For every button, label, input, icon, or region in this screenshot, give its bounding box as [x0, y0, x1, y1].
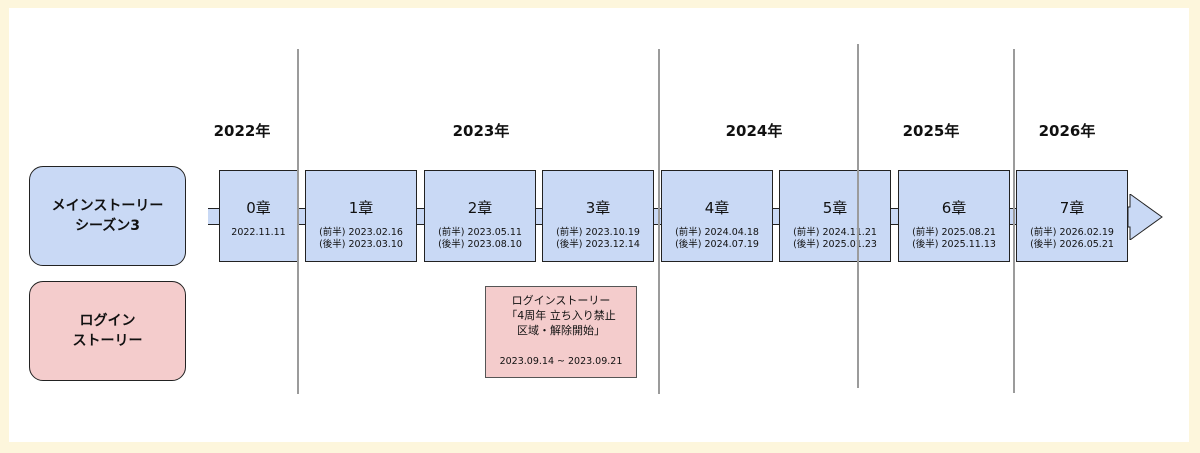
year-separator-2025-2026	[1013, 49, 1015, 393]
chapter-0-box: 0章 2022.11.11	[219, 170, 298, 262]
chapter-title: 0章	[246, 199, 271, 217]
login-event-line3: 区域・解除開始」	[517, 324, 605, 337]
login-event-line2: 「4周年 立ち入り禁止	[506, 309, 616, 322]
year-separator-2022-2023	[297, 49, 299, 394]
chapter-6-box: 6章 (前半) 2025.08.21 (後半) 2025.11.13	[898, 170, 1010, 262]
login-event-line1: ログインストーリー	[511, 294, 611, 307]
login-event-dates: 2023.09.14 ~ 2023.09.21	[499, 356, 623, 367]
chapter-date-first-half: (前半) 2023.05.11	[438, 227, 522, 238]
row-label-login-line1: ログイン	[79, 313, 136, 329]
year-label-2023: 2023年	[452, 122, 510, 140]
timeline-arrow-head	[1128, 194, 1163, 240]
chapter-date-first-half: (前半) 2024.11.21	[793, 227, 877, 238]
chapter-date-second-half: (後半) 2023.03.10	[319, 239, 403, 250]
chapter-date-second-half: (後半) 2023.12.14	[556, 239, 640, 250]
year-label-2026: 2026年	[1038, 122, 1096, 140]
row-label-main-story: メインストーリー シーズン3	[29, 166, 186, 266]
chapter-2-box: 2章 (前半) 2023.05.11 (後半) 2023.08.10	[424, 170, 536, 262]
chapter-date-second-half: (後半) 2025.01.23	[793, 239, 877, 250]
timeline-canvas: 2022年 2023年 2024年 2025年 2026年 メインストーリー シ…	[9, 8, 1189, 442]
chapter-date-first-half: (前半) 2024.04.18	[675, 227, 759, 238]
chapter-title: 4章	[704, 199, 730, 217]
chapter-date-second-half: (後半) 2023.08.10	[438, 239, 522, 250]
chapter-5-box: 5章 (前半) 2024.11.21 (後半) 2025.01.23	[779, 170, 891, 262]
year-separator-2023-2024	[658, 49, 660, 394]
chapter-date: 2022.11.11	[231, 227, 286, 238]
chapter-title: 2章	[467, 199, 493, 217]
chapter-4-box: 4章 (前半) 2024.04.18 (後半) 2024.07.19	[661, 170, 773, 262]
chapter-dates: (前半) 2026.02.19 (後半) 2026.05.21	[1017, 227, 1127, 251]
chapter-dates: (前半) 2025.08.21 (後半) 2025.11.13	[899, 227, 1009, 251]
chapter-title: 1章	[348, 199, 374, 217]
chapter-dates: (前半) 2023.10.19 (後半) 2023.12.14	[543, 227, 653, 251]
row-label-main-line1: メインストーリー	[51, 198, 164, 214]
chapter-7-box: 7章 (前半) 2026.02.19 (後半) 2026.05.21	[1016, 170, 1128, 262]
chapter-dates: (前半) 2023.02.16 (後半) 2023.03.10	[306, 227, 416, 251]
chapter-date-first-half: (前半) 2025.08.21	[912, 227, 996, 238]
login-event-title: ログインストーリー 「4周年 立ち入り禁止 区域・解除開始」	[486, 293, 636, 338]
chapter-date-second-half: (後半) 2025.11.13	[912, 239, 996, 250]
chapter-date-first-half: (前半) 2023.02.16	[319, 227, 403, 238]
chapter-dates: (前半) 2023.05.11 (後半) 2023.08.10	[425, 227, 535, 251]
chapter-title: 6章	[941, 199, 967, 217]
chapter-date-second-half: (後半) 2026.05.21	[1030, 239, 1114, 250]
chapter-date-second-half: (後半) 2024.07.19	[675, 239, 759, 250]
row-label-login-line2: ストーリー	[72, 333, 143, 349]
login-story-event-box: ログインストーリー 「4周年 立ち入り禁止 区域・解除開始」 2023.09.1…	[485, 286, 637, 378]
chapter-title: 5章	[822, 199, 848, 217]
row-label-login-story: ログイン ストーリー	[29, 281, 186, 381]
chapter-dates: 2022.11.11	[220, 227, 297, 239]
row-label-main-line2: シーズン3	[74, 218, 141, 234]
chapter-date-first-half: (前半) 2023.10.19	[556, 227, 640, 238]
chapter-1-box: 1章 (前半) 2023.02.16 (後半) 2023.03.10	[305, 170, 417, 262]
chapter-dates: (前半) 2024.11.21 (後半) 2025.01.23	[780, 227, 890, 251]
year-separator-2024-2025	[857, 44, 859, 388]
chapter-date-first-half: (前半) 2026.02.19	[1030, 227, 1114, 238]
chapter-title: 7章	[1059, 199, 1085, 217]
chapter-dates: (前半) 2024.04.18 (後半) 2024.07.19	[662, 227, 772, 251]
year-label-2022: 2022年	[213, 122, 271, 140]
year-label-2024: 2024年	[725, 122, 783, 140]
chapter-3-box: 3章 (前半) 2023.10.19 (後半) 2023.12.14	[542, 170, 654, 262]
year-label-2025: 2025年	[902, 122, 960, 140]
chapter-title: 3章	[585, 199, 611, 217]
